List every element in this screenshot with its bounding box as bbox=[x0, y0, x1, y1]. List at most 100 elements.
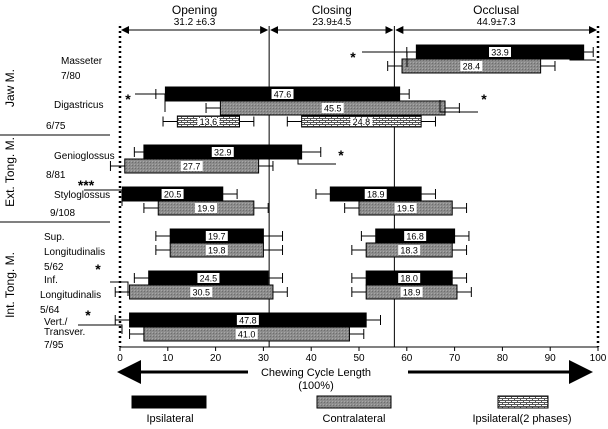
bar-label-box bbox=[161, 189, 184, 199]
bar-value-label: 32.9 bbox=[214, 148, 232, 158]
bar-value-label: 47.6 bbox=[274, 90, 292, 100]
significance-markers: *********** bbox=[78, 49, 596, 334]
significance-bracket bbox=[569, 52, 596, 61]
legend-swatch bbox=[316, 395, 392, 409]
significance-marker: * bbox=[125, 91, 131, 107]
bar-label-box bbox=[211, 147, 234, 157]
muscle-group-label: Int. Tong. M. bbox=[3, 252, 17, 318]
significance-bracket bbox=[439, 100, 478, 113]
muscle-labels: Masseter7/80Digastricus6/75Genioglossus8… bbox=[0, 56, 115, 351]
muscle-name-label: Transver. bbox=[44, 327, 85, 338]
bar-label-box bbox=[180, 161, 203, 171]
significance-bracket bbox=[78, 324, 123, 334]
bar-label-box bbox=[398, 245, 421, 255]
phase-name: Occlusal bbox=[473, 3, 519, 17]
significance-marker: * bbox=[350, 49, 356, 65]
significance-bracket bbox=[110, 281, 129, 296]
muscle-n-label: 5/64 bbox=[40, 305, 60, 316]
bar-value-label: 18.9 bbox=[403, 288, 421, 298]
x-tick-label: 80 bbox=[497, 353, 509, 364]
bar-value-label: 28.4 bbox=[463, 62, 481, 72]
bar-value-label: 27.7 bbox=[183, 162, 201, 172]
x-tick-label: 10 bbox=[162, 353, 174, 364]
bar-value-label: 18.9 bbox=[367, 190, 385, 200]
x-tick-label: 20 bbox=[210, 353, 222, 364]
bar-value-label: 20.5 bbox=[164, 190, 182, 200]
significance-marker: *** bbox=[78, 177, 95, 193]
bar-label-box bbox=[398, 273, 421, 283]
bar-label-box bbox=[400, 287, 423, 297]
significance-marker: * bbox=[481, 91, 487, 107]
bar-value-label: 30.5 bbox=[192, 288, 210, 298]
bar-label-box bbox=[350, 118, 373, 125]
bar-label-box bbox=[190, 287, 213, 297]
bar-value-label: 24.8 bbox=[353, 117, 371, 127]
muscle-name-label: Sup. bbox=[44, 232, 65, 243]
bar-value-label: 24.5 bbox=[200, 274, 218, 284]
phase-name: Opening bbox=[172, 3, 217, 17]
significance-marker: ** bbox=[571, 51, 582, 67]
bar-value-label: 33.9 bbox=[491, 48, 509, 58]
legend-label: Ipsilateral bbox=[146, 413, 193, 425]
phase-value: 31.2 ±6.3 bbox=[174, 17, 216, 28]
x-tick-label: 0 bbox=[117, 353, 123, 364]
x-tick-label: 70 bbox=[449, 353, 461, 364]
muscle-n-label: 5/62 bbox=[44, 262, 64, 273]
muscle-n-label: 7/95 bbox=[44, 340, 64, 351]
bar-value-label: 41.0 bbox=[238, 330, 256, 340]
legend: Ipsilateral Contralateral Ipsilateral(2 ph… bbox=[131, 395, 572, 425]
phase-value: 23.9±4.5 bbox=[312, 17, 351, 28]
bar-value-label: 19.8 bbox=[208, 246, 226, 256]
x-tick-label: 60 bbox=[401, 353, 413, 364]
legend-swatch bbox=[497, 395, 549, 409]
muscle-name-label: Digastricus bbox=[54, 100, 103, 111]
bar-value-label: 19.5 bbox=[397, 204, 415, 214]
bar-value-label: 19.9 bbox=[197, 204, 215, 214]
significance-bracket bbox=[135, 93, 166, 112]
muscle-name-label: Styloglossus bbox=[54, 190, 110, 201]
bar-label-box bbox=[460, 61, 483, 71]
bar-label-box bbox=[205, 231, 228, 241]
legend-swatch bbox=[131, 395, 207, 409]
bar-label-box bbox=[321, 103, 344, 113]
bar-label-box bbox=[489, 47, 512, 57]
significance-bracket bbox=[362, 51, 408, 67]
muscle-name-label: Longitudinalis bbox=[40, 290, 101, 301]
x-axis-label-sub: (100%) bbox=[298, 380, 333, 392]
significance-marker: * bbox=[85, 307, 91, 323]
x-tick-label: 40 bbox=[306, 353, 318, 364]
muscle-name-label: Vert./ bbox=[44, 317, 68, 328]
x-axis-label: Chewing Cycle Length bbox=[261, 367, 371, 379]
significance-bracket bbox=[84, 189, 123, 206]
bar-label-box bbox=[394, 203, 417, 213]
bar-label-box bbox=[195, 203, 218, 213]
bar-value-label: 18.0 bbox=[400, 274, 418, 284]
legend-label: Contralateral bbox=[323, 413, 386, 425]
muscle-n-label: 7/80 bbox=[61, 71, 81, 82]
legend-label: Ipsilateral(2 phases) bbox=[472, 413, 571, 425]
significance-bracket bbox=[297, 150, 336, 165]
muscle-n-label: 6/75 bbox=[46, 121, 66, 132]
bar-value-label: 45.5 bbox=[324, 104, 342, 114]
bar-label-box bbox=[236, 315, 259, 325]
muscle-group-label: Ext. Tong. M. bbox=[3, 137, 17, 207]
bar-label-box bbox=[364, 189, 387, 199]
muscle-name-label: Masseter bbox=[61, 56, 103, 67]
x-tick-label: 100 bbox=[590, 353, 607, 364]
muscle-name-label: Inf. bbox=[44, 275, 58, 286]
bar-label-box bbox=[197, 273, 220, 283]
bar-label-box bbox=[197, 118, 220, 125]
x-tick-label: 30 bbox=[258, 353, 270, 364]
bar-label-box bbox=[205, 245, 228, 255]
bar-value-label: 16.8 bbox=[406, 232, 424, 242]
bar-value-label: 18.3 bbox=[400, 246, 418, 256]
muscle-name-label: Longitudinalis bbox=[44, 247, 105, 258]
bar-label-box bbox=[271, 89, 294, 99]
muscle-n-label: 8/81 bbox=[46, 170, 66, 181]
x-tick-label: 50 bbox=[353, 353, 365, 364]
bar-label-box bbox=[404, 231, 427, 241]
